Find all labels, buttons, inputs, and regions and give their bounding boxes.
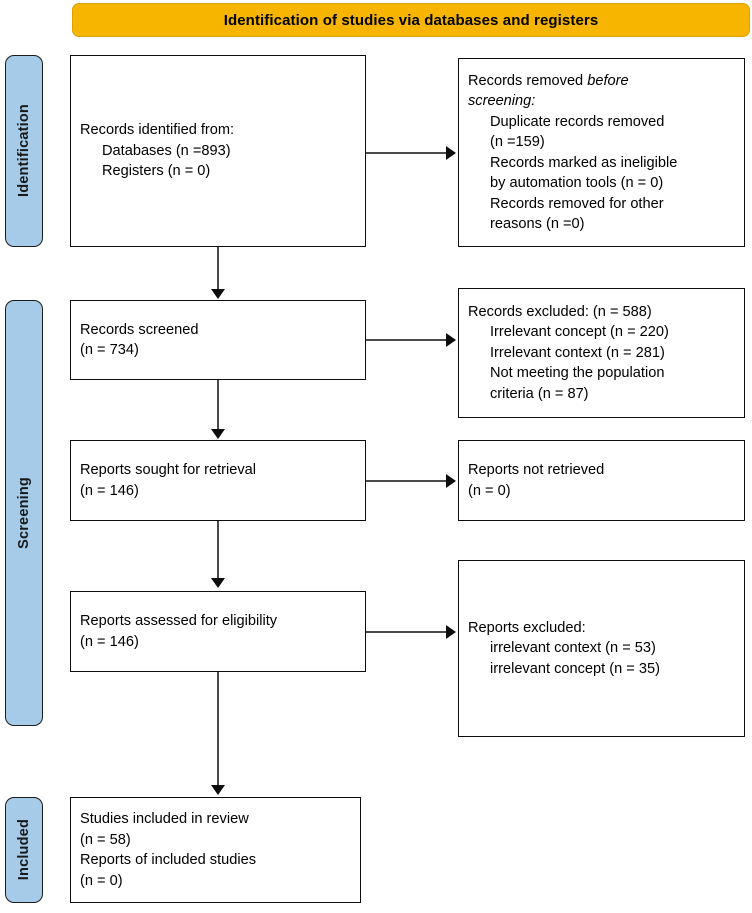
node-line-text: Records removed before (468, 72, 629, 89)
arrowhead-screened-to-sought (211, 429, 225, 439)
node-line: reasons (n =0) (490, 216, 585, 232)
stage-label-screening: Screening (16, 477, 32, 549)
stage-label-identification: Identification (16, 104, 32, 198)
node-line: Records excluded: (n = 588) (468, 303, 652, 320)
node-line: Records marked as ineligible (490, 154, 678, 171)
connector-screened-to-sought (217, 380, 219, 430)
node-records-identified: Records identified from: Databases (n =8… (70, 55, 366, 247)
node-line: (n = 146) (80, 482, 139, 499)
connector-assessed-to-included (217, 672, 219, 786)
node-studies-included-in-review: Studies included in review (n = 58) Repo… (70, 797, 361, 903)
node-line: Studies included in review (80, 811, 249, 827)
node-line: screening: (468, 91, 735, 112)
node-line: irrelevant concept (n = 35) (490, 660, 660, 677)
node-line: Registers (n = 0) (102, 163, 211, 180)
arrowhead-sought-to-not-retrieved (446, 474, 456, 488)
node-line: (n = 0) (80, 872, 123, 889)
node-line: (n = 0) (468, 482, 511, 499)
node-line: Not meeting the population (490, 365, 665, 382)
diagram-title-banner: Identification of studies via databases … (72, 3, 750, 37)
node-records-excluded: Records excluded: (n = 588) Irrelevant c… (458, 288, 745, 418)
node-line: Records identified from: (80, 122, 235, 139)
page-title: Identification of studies via databases … (223, 11, 599, 29)
node-line: Irrelevant context (n = 281) (490, 344, 665, 361)
stage-bar-included: Included (5, 797, 43, 903)
node-line: (n = 734) (80, 342, 139, 358)
node-line: Reports not retrieved (468, 462, 605, 478)
arrowhead-assessed-to-included (211, 785, 225, 795)
node-line: Records screened (80, 321, 199, 338)
connector-identified-to-removed (366, 152, 448, 154)
node-line: Duplicate records removed (490, 113, 665, 130)
node-line: Records removed for other (490, 195, 664, 212)
node-line: Reports of included studies (80, 852, 257, 868)
node-line: criteria (n = 87) (490, 385, 589, 402)
arrowhead-identified-to-removed (446, 146, 456, 160)
node-line: Records removed before (468, 71, 735, 92)
node-line: Reports sought for retrieval (80, 462, 257, 478)
node-reports-sought-for-retrieval: Reports sought for retrieval (n = 146) (70, 440, 366, 521)
connector-assessed-to-reports-excluded (366, 631, 448, 633)
node-reports-not-retrieved: Reports not retrieved (n = 0) (458, 440, 745, 521)
node-reports-excluded: Reports excluded: irrelevant context (n … (458, 560, 745, 737)
stage-label-included: Included (16, 819, 32, 881)
node-line: (n = 146) (80, 633, 139, 650)
connector-sought-to-assessed (217, 521, 219, 579)
stage-bar-identification: Identification (5, 55, 43, 247)
node-line: by automation tools (n = 0) (490, 175, 664, 191)
arrowhead-assessed-to-reports-excluded (446, 625, 456, 639)
arrowhead-identified-to-screened (211, 289, 225, 299)
connector-screened-to-excluded (366, 339, 448, 341)
node-line: Irrelevant concept (n = 220) (490, 324, 669, 341)
node-records-removed-before-screening: Records removed before screening: Duplic… (458, 58, 745, 247)
node-reports-assessed-for-eligibility: Reports assessed for eligibility (n = 14… (70, 591, 366, 672)
node-line: (n = 58) (80, 831, 131, 848)
node-line: Databases (n =893) (102, 142, 231, 159)
node-line-emphasis: before (587, 72, 629, 89)
stage-bar-screening: Screening (5, 300, 43, 726)
node-line-text: screening: (468, 93, 536, 109)
node-line: irrelevant context (n = 53) (490, 640, 656, 657)
connector-identified-to-screened (217, 247, 219, 290)
node-records-screened: Records screened (n = 734) (70, 300, 366, 380)
node-line: Reports assessed for eligibility (80, 613, 278, 629)
node-line: (n =159) (490, 134, 545, 150)
arrowhead-sought-to-assessed (211, 578, 225, 588)
connector-sought-to-not-retrieved (366, 480, 448, 482)
node-line: Reports excluded: (468, 619, 586, 636)
arrowhead-screened-to-excluded (446, 333, 456, 347)
